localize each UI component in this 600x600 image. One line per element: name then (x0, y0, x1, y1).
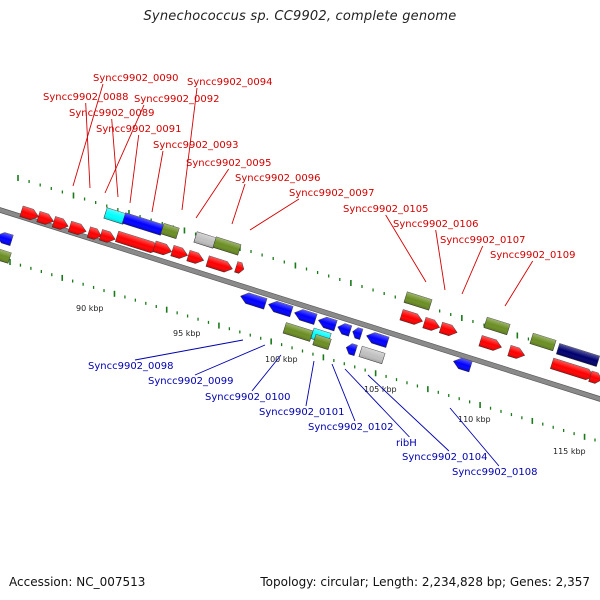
bottom-leader-line (251, 354, 282, 392)
bottom-gene-label: Syncc9902_0099 (148, 376, 234, 387)
top-leader-line (249, 198, 300, 231)
gene-feature (318, 316, 338, 332)
gene-feature (268, 300, 294, 318)
top-gene-label: Syncc9902_0089 (69, 108, 155, 119)
gene-feature (234, 261, 245, 274)
gene-feature (67, 220, 87, 235)
gene-feature (86, 226, 102, 240)
bottom-gene-label: Syncc9902_0101 (259, 407, 345, 418)
top-gene-label: Syncc9902_0090 (93, 73, 179, 84)
genome-backbone (0, 207, 600, 402)
bottom-gene-label: Syncc9902_0104 (402, 452, 488, 463)
top-leader-line (104, 104, 145, 194)
top-leader-line (435, 229, 446, 291)
scale-label: 95 kbp (173, 329, 201, 338)
gene-feature (556, 343, 600, 367)
top-gene-label: Syncc9902_0106 (393, 219, 479, 230)
top-gene-label: Syncc9902_0096 (235, 173, 321, 184)
top-leader-line (504, 260, 534, 307)
gene-feature (399, 309, 423, 325)
bottom-leader-line (305, 360, 315, 407)
bottom-leader-line (449, 407, 500, 467)
scale-label: 110 kbp (458, 415, 491, 424)
bottom-gene-label: Syncc9902_0108 (452, 467, 538, 478)
top-gene-label: Syncc9902_0097 (289, 188, 375, 199)
gene-feature (358, 345, 386, 365)
top-gene-label: Syncc9902_0091 (96, 124, 182, 135)
top-leader-line (129, 134, 140, 204)
gene-feature (152, 240, 172, 256)
gene-feature (212, 236, 242, 256)
bottom-leader-line (344, 368, 410, 438)
gene-feature (483, 316, 511, 336)
gene-feature (0, 232, 14, 246)
gene-feature (453, 357, 473, 373)
bottom-gene-label: Syncc9902_0100 (205, 392, 291, 403)
gene-feature (345, 343, 358, 357)
scale-label: 115 kbp (553, 447, 586, 456)
bottom-leader-line (367, 374, 450, 452)
scale-label: 100 kbp (265, 355, 298, 364)
gene-feature (186, 250, 205, 264)
gene-feature (51, 216, 69, 230)
label-layer: Syncc9902_0090 Syncc9902_0094Syncc9902_00… (43, 73, 576, 478)
top-leader-line (461, 245, 484, 295)
gene-feature (19, 205, 39, 221)
bottom-gene-label: Syncc9902_0102 (308, 422, 394, 433)
top-leader-line (111, 118, 119, 198)
top-gene-label: Syncc9902_0088 (43, 92, 129, 103)
top-leader-line (385, 214, 427, 283)
leader-layer (72, 83, 534, 467)
top-leader-line (231, 183, 246, 225)
top-leader-line (195, 168, 230, 219)
scale-label: 105 kbp (364, 385, 397, 394)
gene-feature (478, 335, 502, 351)
gene-feature (403, 291, 433, 311)
backbone-layer (0, 207, 600, 402)
gene-feature (294, 309, 318, 325)
top-gene-label: Syncc9902_0095 (186, 158, 272, 169)
bottom-leader-line (194, 344, 266, 376)
gene-feature (422, 317, 441, 331)
gene-feature (160, 223, 180, 239)
top-leader-line (151, 150, 164, 213)
scale-label: 90 kbp (76, 304, 104, 313)
gene-feature (193, 231, 217, 249)
top-gene-label: Syncc9902_0105 (343, 204, 429, 215)
bottom-gene-label: Syncc9902_0098 (88, 361, 174, 372)
gene-feature (507, 345, 526, 359)
top-gene-label: Syncc9902_0107 (440, 235, 526, 246)
bottom-leader-line (134, 339, 244, 361)
gene-feature (529, 332, 557, 352)
top-leader-line (181, 87, 198, 211)
gene-feature (36, 211, 55, 225)
gene-feature (366, 332, 390, 348)
bottom-gene-label: ribH (396, 438, 417, 449)
top-gene-label: Syncc9902_0093 (153, 140, 239, 151)
gene-feature (103, 207, 127, 225)
gene-feature (170, 245, 189, 259)
gene-feature (352, 327, 364, 340)
gene-feature (98, 229, 116, 243)
gene-feature (588, 370, 600, 384)
gene-layer (0, 205, 600, 384)
gene-feature (240, 292, 268, 310)
gene-feature (0, 248, 12, 264)
gene-feature (337, 323, 353, 337)
top-gene-label: Syncc9902_0092 (134, 94, 220, 105)
bottom-leader-line (331, 363, 356, 422)
gene-feature (282, 322, 314, 342)
gene-feature (121, 212, 165, 236)
genome-summary-text: Topology: circular; Length: 2,234,828 bp… (260, 575, 590, 589)
top-leader-line (85, 102, 91, 189)
accession-text: Accession: NC_007513 (9, 575, 146, 589)
top-leader-line (72, 83, 104, 187)
map-title: Synechococcus sp. CC9902, complete genom… (143, 9, 457, 24)
top-gene-label: Syncc9902_0109 (490, 250, 576, 261)
top-gene-label: Syncc9902_0094 (187, 77, 273, 88)
gene-feature (438, 321, 458, 336)
gene-feature (205, 255, 233, 273)
gene-feature (312, 334, 332, 350)
